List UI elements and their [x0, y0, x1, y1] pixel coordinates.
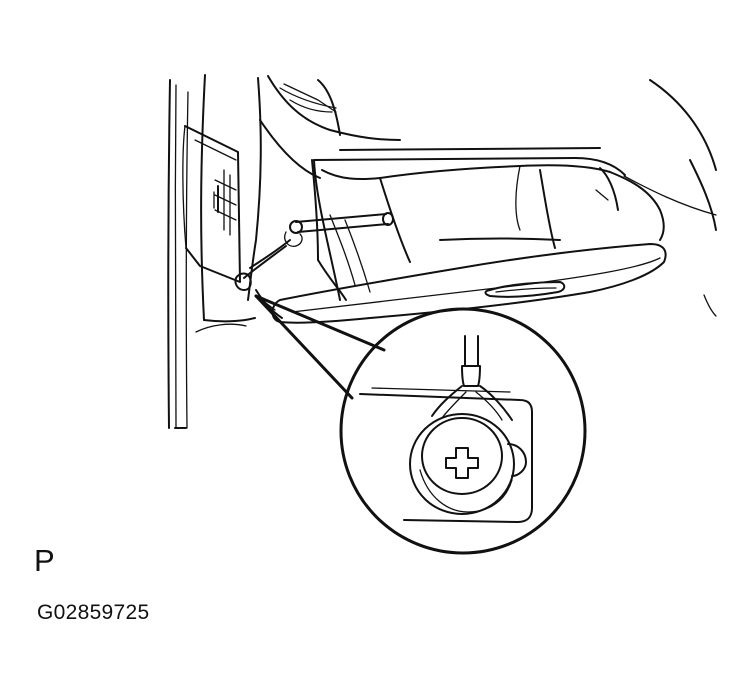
view-label: P: [34, 543, 55, 578]
ground-wire: [234, 239, 291, 291]
figure-code: G02859725: [37, 601, 150, 624]
glove-box-side-frame: [255, 159, 371, 319]
glove-box-damper: [284, 212, 394, 247]
detail-magnifier-circle: [339, 307, 587, 555]
glove-box-door: [271, 243, 667, 324]
dashboard-upper: [247, 75, 401, 301]
glove-box-compartment: [313, 79, 717, 317]
side-vent-grille: [182, 125, 241, 283]
side-trim-panel: [167, 74, 256, 429]
callout-leader: [254, 294, 386, 400]
